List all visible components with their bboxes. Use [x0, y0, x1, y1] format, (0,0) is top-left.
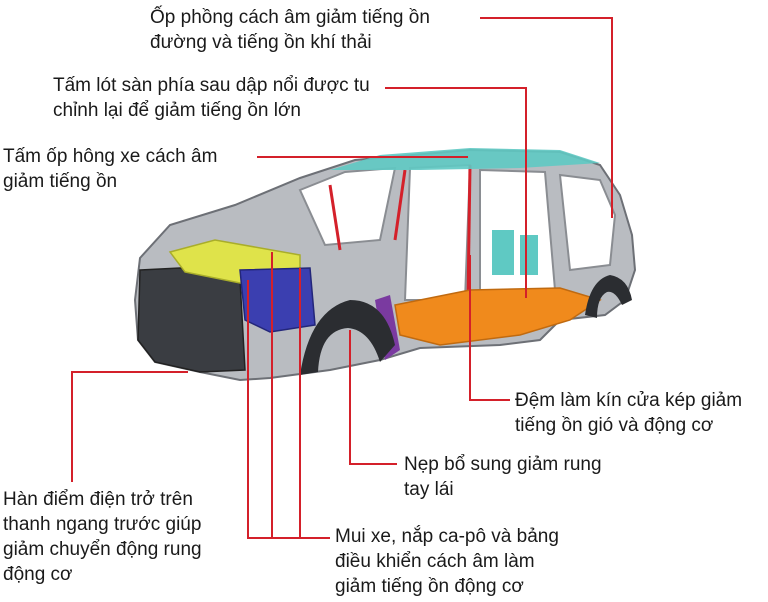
seat-pad — [492, 230, 514, 275]
label-spot-weld-line3: giảm chuyển động rung — [3, 539, 202, 560]
label-hood-dash-line1: Mui xe, nắp ca-pô và bảng — [335, 526, 559, 547]
label-roof-insulation-line1: Ốp phồng cách âm giảm tiếng ồn — [150, 7, 430, 28]
floor-panel — [394, 287, 602, 346]
label-roof-insulation: Ốp phồng cách âm giảm tiếng ồn đường và … — [150, 5, 430, 55]
label-spot-weld: Hàn điểm điện trở trên thanh ngang trước… — [3, 487, 202, 587]
leader-hood-1 — [247, 280, 330, 539]
label-rear-floor-line1: Tấm lót sàn phía sau dập nổi được tu — [53, 75, 370, 96]
seat-pad-2 — [520, 235, 538, 275]
label-roof-insulation-line2: đường và tiếng ồn khí thải — [150, 32, 372, 53]
label-hood-dash: Mui xe, nắp ca-pô và bảng điều khiển các… — [335, 524, 559, 599]
engine-bay-frame — [137, 267, 246, 373]
label-steering-brace: Nẹp bổ sung giảm rung tay lái — [404, 452, 602, 502]
roof-insulation-pad — [330, 148, 600, 170]
leader-steering — [349, 330, 397, 465]
leader-rear-floor — [385, 87, 527, 298]
label-hood-dash-line2: điều khiển cách âm làm — [335, 551, 535, 572]
leader-door-seal — [469, 255, 510, 401]
leader-roof — [480, 17, 613, 218]
label-rear-floor: Tấm lót sàn phía sau dập nổi được tu chỉ… — [53, 73, 370, 123]
dash-insulation-pad — [239, 267, 316, 333]
label-door-seal-line2: tiếng ồn gió và động cơ — [515, 415, 714, 436]
leader-spot-weld — [71, 371, 188, 482]
label-steering-brace-line1: Nẹp bổ sung giảm rung — [404, 454, 602, 475]
label-rear-floor-line2: chỉnh lại để giảm tiếng ồn lớn — [53, 100, 302, 121]
label-spot-weld-line1: Hàn điểm điện trở trên — [3, 489, 193, 510]
label-spot-weld-line4: động cơ — [3, 564, 73, 585]
label-spot-weld-line2: thanh ngang trước giúp — [3, 514, 202, 535]
label-side-panel-line1: Tấm ốp hông xe cách âm — [3, 146, 218, 167]
label-door-seal: Đệm làm kín cửa kép giảm tiếng ồn gió và… — [515, 388, 742, 438]
label-door-seal-line1: Đệm làm kín cửa kép giảm — [515, 390, 743, 411]
label-side-panel-line2: giảm tiếng ồn — [3, 171, 118, 192]
label-side-panel: Tấm ốp hông xe cách âm giảm tiếng ồn — [3, 144, 217, 194]
label-hood-dash-line3: giảm tiếng ồn động cơ — [335, 576, 524, 597]
front-wheel-arch — [300, 300, 395, 375]
leader-lines — [71, 17, 613, 539]
rear-wheel-arch — [585, 275, 632, 318]
label-steering-brace-line2: tay lái — [404, 479, 454, 500]
